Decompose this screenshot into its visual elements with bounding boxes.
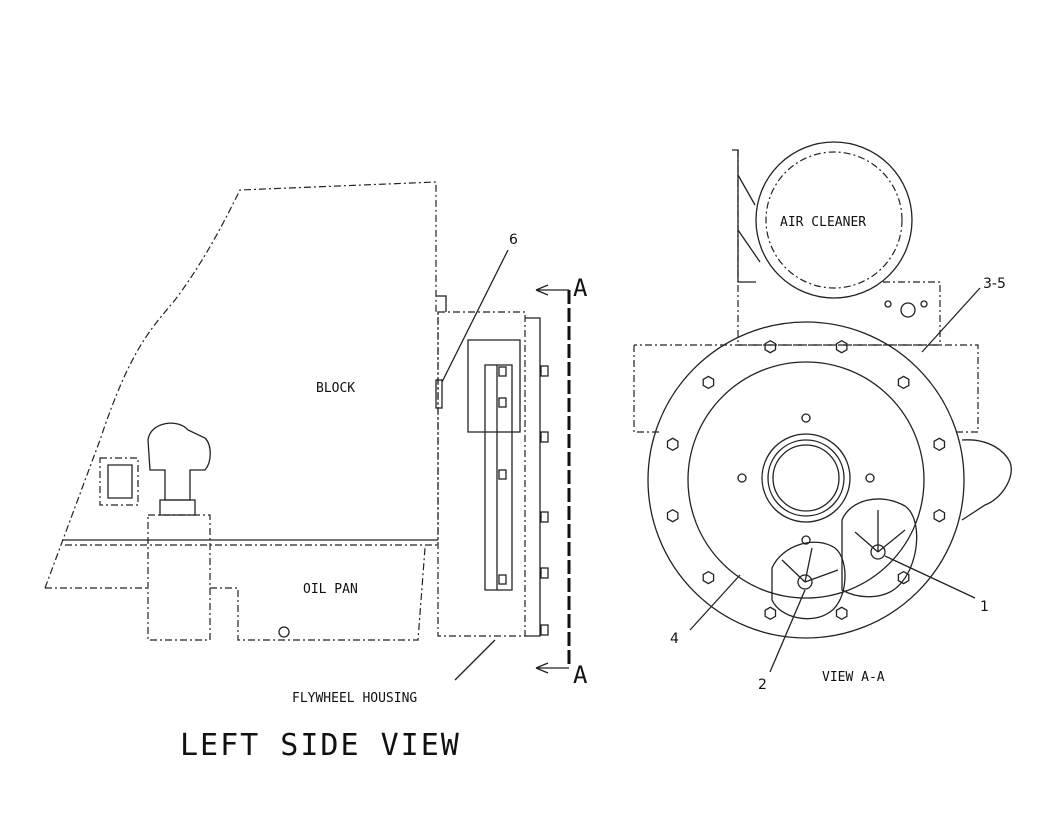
cover-6 xyxy=(435,379,443,409)
cover-2-bolt xyxy=(797,574,813,590)
hex-bolt xyxy=(702,375,715,390)
housing-flange xyxy=(525,317,541,637)
air-cleaner-element xyxy=(765,151,903,289)
callout-4: 4 xyxy=(670,631,679,647)
label-flywheel-housing: FLYWHEEL HOUSING xyxy=(292,691,417,706)
oil-pan-outline xyxy=(45,547,426,641)
bracket-brace xyxy=(737,174,761,263)
bolt xyxy=(498,574,507,585)
housing-pilot xyxy=(687,361,925,599)
label-view-a-a: VIEW A-A xyxy=(822,670,885,685)
housing-inner-box xyxy=(467,339,521,433)
callout-1: 1 xyxy=(980,599,989,615)
callout-3-5: 3-5 xyxy=(983,276,1006,292)
air-cleaner-housing xyxy=(755,141,913,299)
view-a-a: AIR CLEANER VIEW A-A 1 2 3-5 4 xyxy=(633,141,1012,693)
cover-2-rib xyxy=(781,547,839,583)
label-oil-pan: OIL PAN xyxy=(303,582,358,597)
bracket-outline xyxy=(737,150,941,346)
flange-bolts xyxy=(498,365,549,636)
hex-bolt xyxy=(666,508,679,523)
bolt xyxy=(498,397,507,408)
block-feature-inner xyxy=(107,464,133,499)
section-marker-bottom: A xyxy=(573,661,588,689)
cover-1 xyxy=(841,498,918,598)
hex-bolt xyxy=(933,437,946,452)
housing-plate xyxy=(484,364,513,591)
starter xyxy=(961,439,1012,521)
section-arrow-top xyxy=(535,284,569,296)
hex-bolt xyxy=(897,570,910,585)
hex-bolt xyxy=(666,437,679,452)
leader-3-5 xyxy=(921,287,981,353)
filter-head xyxy=(147,422,211,501)
hex-bolt xyxy=(933,508,946,523)
flywheel-housing-face xyxy=(647,321,965,639)
label-air-cleaner: AIR CLEANER xyxy=(780,215,866,230)
left-side-view: BLOCK OIL PAN FLYWHEEL HOUSING 6 A A LEF… xyxy=(44,181,588,763)
left-side-view-title: LEFT SIDE VIEW xyxy=(180,728,461,763)
housing-step xyxy=(436,295,447,312)
bracket-hole xyxy=(900,302,916,318)
bolt xyxy=(540,365,549,377)
bolt xyxy=(540,431,549,443)
bracket-bolt xyxy=(884,300,892,308)
filter-neck xyxy=(159,499,196,516)
hex-bolt xyxy=(764,339,777,354)
section-arrow-bottom xyxy=(535,662,569,674)
hex-bolt xyxy=(835,606,848,621)
bolt xyxy=(540,624,549,636)
hub-bolt xyxy=(801,413,811,423)
leader-4 xyxy=(689,574,741,631)
bolt xyxy=(540,511,549,523)
hub-inner xyxy=(772,444,840,512)
bolt xyxy=(540,567,549,579)
callout-2: 2 xyxy=(758,677,767,693)
hex-bolt xyxy=(702,570,715,585)
label-block: BLOCK xyxy=(316,381,355,396)
hex-bolt xyxy=(835,339,848,354)
housing-bolts xyxy=(666,339,946,621)
hub-outer xyxy=(761,433,851,523)
section-marker-top: A xyxy=(573,274,588,302)
bolt xyxy=(498,366,507,377)
hub-bolt xyxy=(865,473,875,483)
bracket xyxy=(732,149,756,283)
hub-ring xyxy=(767,439,845,517)
block-outline xyxy=(44,181,439,589)
hub-bolt xyxy=(801,535,811,545)
bracket-bolt xyxy=(920,300,928,308)
bolt xyxy=(498,469,507,480)
callout-6: 6 xyxy=(509,232,518,248)
leader-6 xyxy=(441,249,509,383)
oil-pan-bolt xyxy=(278,626,290,638)
cover-2 xyxy=(771,541,846,620)
leader-flywheel xyxy=(454,639,496,681)
block-feature xyxy=(99,457,139,506)
leader-2 xyxy=(769,589,806,673)
cover-1-bolt xyxy=(870,544,886,560)
filter-body xyxy=(147,514,211,641)
leader-1 xyxy=(884,555,976,599)
hub-bolt xyxy=(737,473,747,483)
hex-bolt xyxy=(897,375,910,390)
engine-envelope xyxy=(633,344,979,433)
hex-bolt xyxy=(764,606,777,621)
